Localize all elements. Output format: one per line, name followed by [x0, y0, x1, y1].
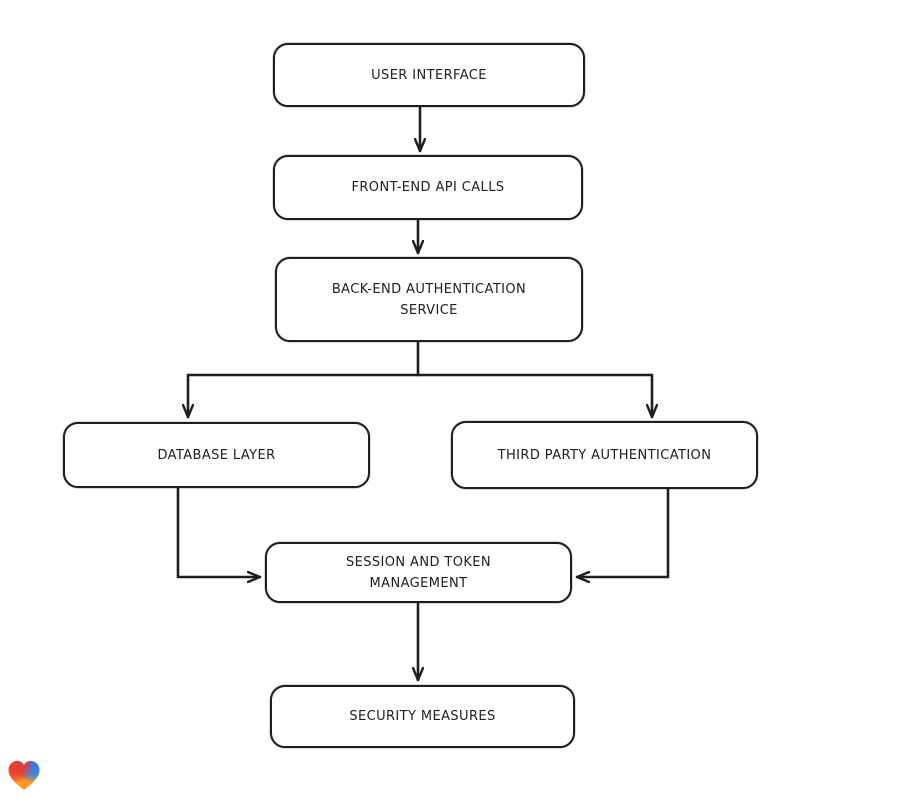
node-back-end-authentication-service-label: BACK-END AUTHENTICATION SERVICE [331, 281, 527, 318]
node-front-end-api-calls-label: FRONT-END API CALLS [351, 180, 505, 195]
node-user-interface: USER INTERFACE [273, 43, 585, 107]
node-database-layer-label: DATABASE LAYER [157, 447, 276, 463]
edge-database-to-session [176, 486, 262, 577]
node-security-measures-label: SECURITY MEASURES [349, 709, 496, 724]
edge-thirdparty-to-session [575, 487, 670, 577]
gradient-heart-logo-icon [8, 760, 40, 790]
node-database-layer: DATABASE LAYER [63, 422, 370, 488]
node-user-interface-label: USER INTERFACE [371, 67, 487, 83]
node-session-and-token-management: SESSION AND TOKEN MANAGEMENT [265, 542, 572, 603]
node-third-party-authentication: THIRD PARTY AUTHENTICATION [451, 421, 758, 489]
edge-backend-to-thirdparty [416, 373, 652, 419]
node-security-measures: SECURITY MEASURES [270, 685, 575, 748]
node-front-end-api-calls: FRONT-END API CALLS [273, 155, 583, 220]
edge-backend-to-database [188, 373, 420, 419]
node-back-end-authentication-service: BACK-END AUTHENTICATION SERVICE [275, 257, 583, 342]
node-third-party-authentication-label: THIRD PARTY AUTHENTICATION [497, 447, 712, 463]
node-session-and-token-management-label: SESSION AND TOKEN MANAGEMENT [345, 554, 492, 591]
